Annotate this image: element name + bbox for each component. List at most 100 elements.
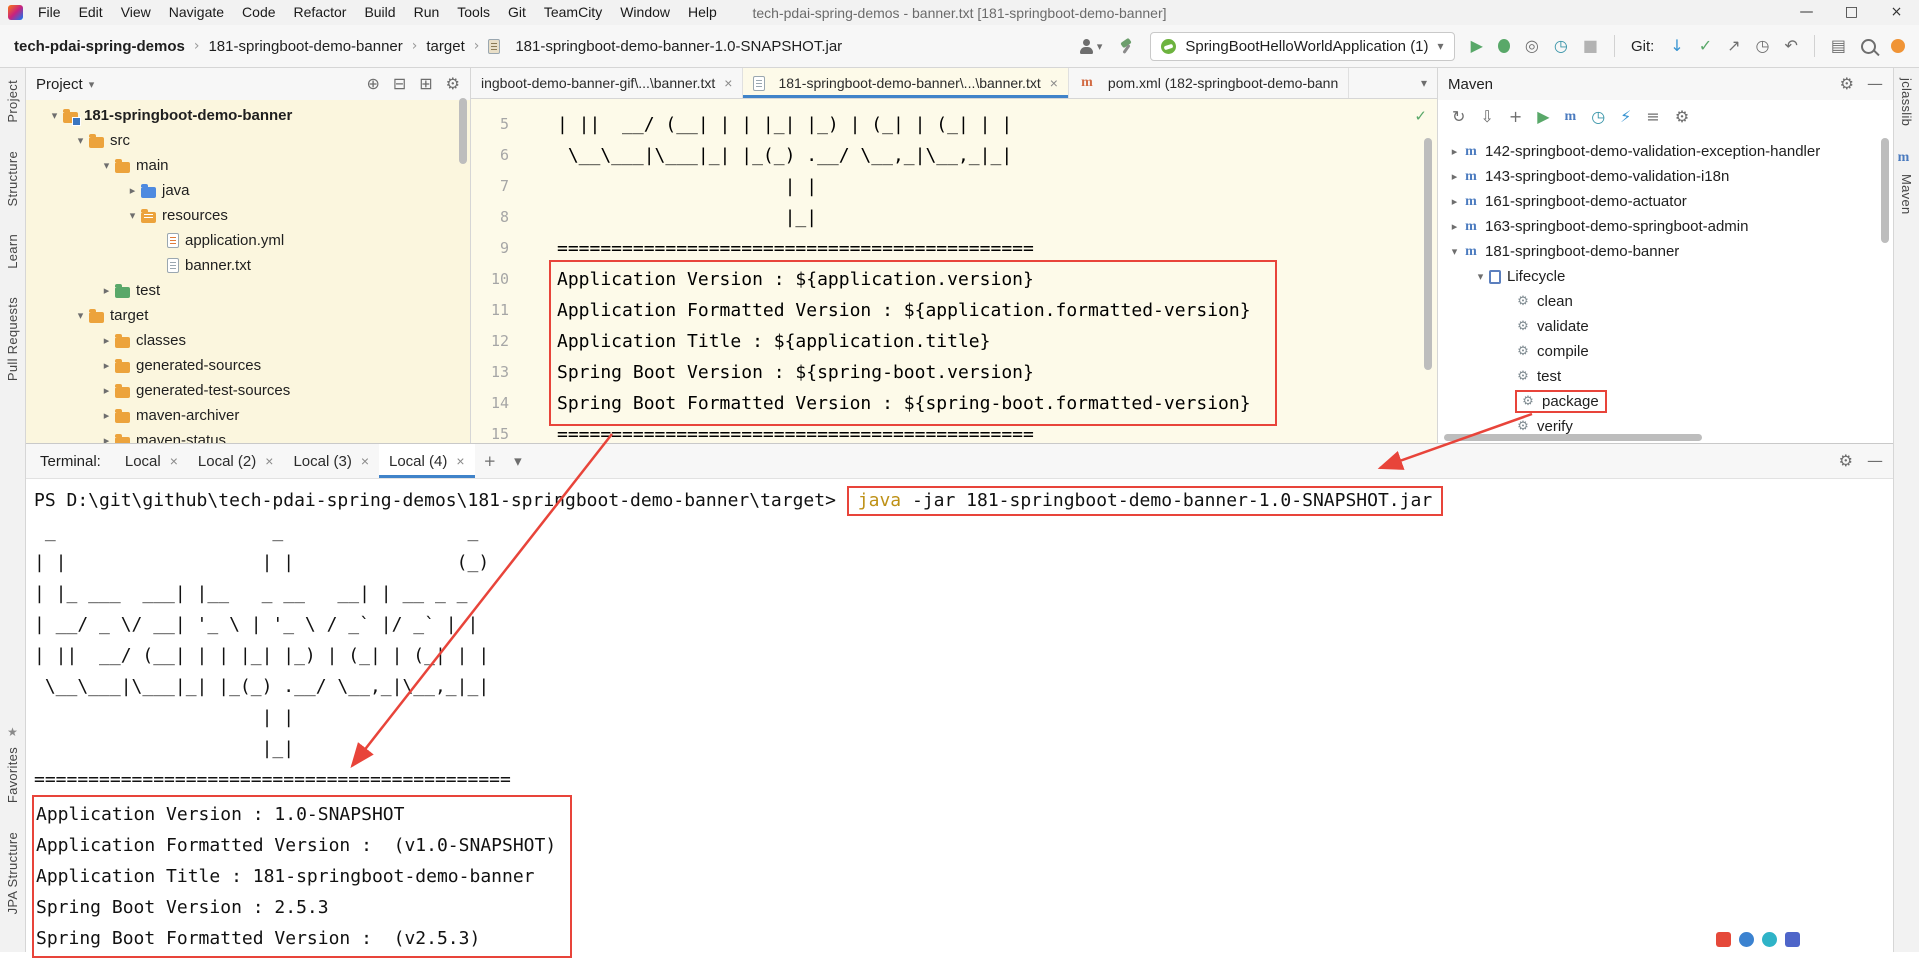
minimize-icon[interactable]: — [1867,74,1883,93]
tool-window-button-structure[interactable]: Structure [5,150,20,207]
project-scrollbar[interactable] [459,98,467,164]
code-area[interactable]: | || __/ (__| | | |_| |_) | (_| | (_| | … [557,99,1251,443]
chevron-collapsed-icon[interactable]: ▸ [103,334,110,347]
locate-icon[interactable]: ⊕ [366,74,380,93]
project-item-src[interactable]: ▾src [26,128,470,153]
project-item-main[interactable]: ▾main [26,153,470,178]
debug-icon[interactable] [1497,39,1510,53]
push-icon[interactable]: ↗ [1727,36,1741,55]
rollback-icon[interactable]: ↶ [1784,36,1798,55]
breadcrumb-item[interactable]: tech-pdai-spring-demos [14,37,185,55]
terminal-tab[interactable]: Local (2)× [188,444,284,478]
maven-item-validate[interactable]: ⚙validate [1438,314,1893,339]
project-item-maven-archiver[interactable]: ▸maven-archiver [26,403,470,428]
maven-item-compile[interactable]: ⚙compile [1438,339,1893,364]
collapse-all-icon[interactable]: ⊟ [392,74,407,93]
chevron-down-icon[interactable]: ▾ [88,77,95,91]
chevron-collapsed-icon[interactable]: ▸ [103,434,110,443]
tool-window-button-pull-requests[interactable]: Pull Requests [5,296,20,381]
chevron-expanded-icon[interactable]: ▾ [1477,270,1484,283]
editor-tab[interactable]: 181-springboot-demo-banner\...\banner.tx… [743,68,1069,98]
project-panel-title[interactable]: Project [36,75,83,93]
chevron-collapsed-icon[interactable]: ▸ [103,409,110,422]
search-icon[interactable] [1861,38,1876,54]
chevron-collapsed-icon[interactable]: ▸ [129,184,136,197]
close-icon[interactable]: × [1049,75,1058,91]
layers-icon[interactable]: ▤ [1830,36,1846,55]
coverage-icon[interactable]: ◎ [1524,36,1539,55]
new-session-button[interactable]: + [483,452,497,470]
project-item-application-yml[interactable]: application.yml [26,228,470,253]
breadcrumb-item[interactable]: 181-springboot-demo-banner-1.0-SNAPSHOT.… [515,37,843,55]
menu-git[interactable]: Git [507,4,526,20]
gear-icon[interactable]: ⚙ [1839,74,1854,93]
minimize-icon[interactable]: — [1867,451,1883,470]
maven-item-test[interactable]: ⚙test [1438,364,1893,389]
project-item-resources[interactable]: ▾resources [26,203,470,228]
chevron-collapsed-icon[interactable]: ▸ [103,359,110,372]
close-icon[interactable]: × [360,453,369,469]
close-icon[interactable]: × [456,453,465,469]
project-item-banner-txt[interactable]: banner.txt [26,253,470,278]
menu-navigate[interactable]: Navigate [168,4,225,20]
tool-window-button-jpa-structure[interactable]: JPA Structure [5,831,20,914]
expand-all-icon[interactable]: ⊞ [419,74,433,93]
gear-icon[interactable]: ⚙ [445,74,460,93]
terminal-tab[interactable]: Local (3)× [283,444,379,478]
menu-edit[interactable]: Edit [78,4,103,20]
chevron-collapsed-icon[interactable]: ▸ [1451,220,1458,233]
editor-scrollbar[interactable] [1424,138,1432,370]
inspection-ok-icon[interactable]: ✓ [1414,107,1427,125]
project-item-classes[interactable]: ▸classes [26,328,470,353]
chevron-down-icon[interactable]: ▾ [514,452,522,470]
history-icon[interactable]: ◷ [1755,36,1770,55]
chevron-expanded-icon[interactable]: ▾ [129,209,136,222]
menu-build[interactable]: Build [364,4,396,20]
user-widget[interactable]: ▾ [1079,38,1102,54]
chevron-collapsed-icon[interactable]: ▸ [1451,170,1458,183]
breadcrumb-item[interactable]: 181-springboot-demo-banner [208,37,403,55]
filter-icon[interactable]: ≡ [1646,107,1660,126]
menu-window[interactable]: Window [620,4,670,20]
chevron-collapsed-icon[interactable]: ▸ [103,384,110,397]
editor-tab[interactable]: ingboot-demo-banner-gif\...\banner.txt× [471,68,744,98]
menu-refactor[interactable]: Refactor [293,4,347,20]
run-config-selector[interactable]: SpringBootHelloWorldApplication (1) ▾ [1150,31,1455,61]
menu-file[interactable]: File [38,4,61,20]
minimize-button[interactable]: — [1799,4,1814,20]
tool-window-button-maven[interactable]: Maven [1899,174,1914,215]
project-item-java[interactable]: ▸java [26,178,470,203]
m-icon[interactable]: m [1564,109,1577,124]
tool-window-button-learn[interactable]: Learn [5,234,20,269]
menu-code[interactable]: Code [242,4,276,20]
close-icon[interactable]: × [724,75,733,91]
profiler-icon[interactable]: ◷ [1553,36,1568,55]
chevron-collapsed-icon[interactable]: ▸ [1451,145,1458,158]
project-item-generated-test-sources[interactable]: ▸generated-test-sources [26,378,470,403]
chevron-expanded-icon[interactable]: ▾ [103,159,110,172]
close-icon[interactable]: × [169,453,178,469]
maven-item-clean[interactable]: ⚙clean [1438,289,1893,314]
build-hammer-icon[interactable] [1118,38,1134,54]
tool-window-button-project[interactable]: Project [5,80,20,123]
chevron-expanded-icon[interactable]: ▾ [51,109,58,122]
chevron-expanded-icon[interactable]: ▾ [77,309,84,322]
menu-view[interactable]: View [120,4,151,20]
maven-hscrollbar[interactable] [1444,434,1702,441]
tool-window-button-jclasslib[interactable]: jclasslib [1899,78,1914,127]
stop-icon[interactable]: ■ [1582,36,1598,55]
project-item-181-springboot-demo-banner[interactable]: ▾181-springboot-demo-banner [26,103,470,128]
terminal-tab[interactable]: Local× [115,444,188,478]
project-item-test[interactable]: ▸test [26,278,470,303]
chevron-expanded-icon[interactable]: ▾ [77,134,84,147]
lightning-icon[interactable]: ⚡ [1620,107,1632,126]
close-icon[interactable]: × [265,453,274,469]
profiler-icon[interactable]: ◷ [1591,107,1606,126]
project-item-target[interactable]: ▾target [26,303,470,328]
tool-window-button-favorites[interactable]: Favorites [5,747,20,804]
menu-run[interactable]: Run [413,4,440,20]
